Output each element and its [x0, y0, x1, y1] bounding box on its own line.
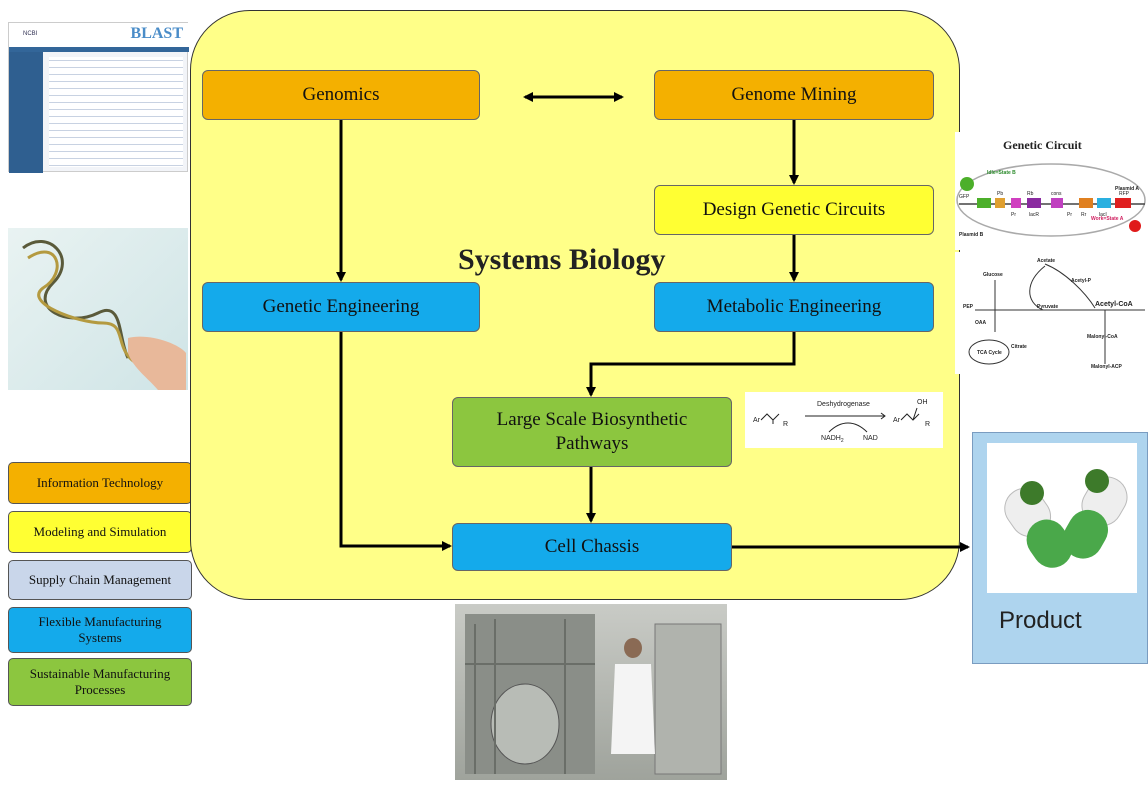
reaction-main-arrowhead	[880, 412, 886, 420]
gene-rfp	[1115, 198, 1131, 208]
node-large-scale-line2: Pathways	[555, 433, 629, 454]
part-label-4: lacR	[1029, 212, 1039, 218]
part-label-5: cons	[1051, 191, 1062, 197]
reaction-substrate-r: R	[783, 421, 788, 428]
blast-content-lines	[49, 57, 183, 167]
metabolite-citrate: Citrate	[1011, 344, 1027, 350]
gene-pr	[1011, 198, 1021, 208]
plasmid-a-label: Plasmid A	[1115, 186, 1139, 192]
rfp-cell-icon	[1129, 220, 1141, 232]
part-label-2: Pr	[1011, 212, 1016, 218]
gene-parts	[977, 198, 1131, 208]
gfp-cell-icon	[960, 177, 974, 191]
scientist-head	[624, 638, 642, 658]
reaction-nadh-text: NADH	[821, 435, 841, 442]
node-genome-mining: Genome Mining	[654, 70, 934, 120]
metabolite-acetate: Acetate	[1037, 258, 1055, 264]
capsule-right-green	[1063, 509, 1108, 559]
metabolite-malonyl-coa: Malonyl-CoA	[1087, 334, 1118, 340]
blast-brand: NCBI	[23, 31, 38, 37]
reaction-enzyme: Deshydrogenase	[817, 401, 870, 408]
blast-screenshot: NCBI BLAST	[8, 22, 189, 173]
scientist-coat	[611, 664, 655, 754]
pathway-tca-cycle	[968, 339, 1010, 365]
arrow-genetic-cell-chassis	[339, 332, 452, 551]
dna-helix-strand-b	[27, 250, 137, 365]
cabinet	[654, 623, 722, 775]
blast-header	[9, 23, 189, 47]
reaction-product-oh: OH	[917, 399, 928, 406]
gene-gfp	[977, 198, 991, 208]
part-label-3: Rb	[1027, 191, 1034, 197]
work-state-label: Work=State A	[1091, 216, 1124, 222]
product-label: Product	[999, 607, 1082, 634]
blast-nav-bar	[9, 47, 189, 52]
legend-modeling-simulation: Modeling and Simulation	[8, 511, 192, 553]
plasmid-b-label: Plasmid B	[959, 232, 984, 238]
gene-laci	[1097, 198, 1111, 208]
hand-shape	[128, 336, 186, 390]
gene-pb	[995, 198, 1005, 208]
node-metabolic-engineering: Metabolic Engineering	[654, 282, 934, 332]
part-label-9: RFP	[1119, 191, 1130, 197]
part-label-0: GFP	[959, 194, 970, 200]
metabolite-tca: TCA Cycle	[977, 350, 1002, 356]
pathway-acetate-curve	[1044, 263, 1096, 309]
gene-rr	[1079, 198, 1093, 208]
legend-sustainable-manufacturing: Sustainable Manufacturing Processes	[8, 658, 192, 706]
reaction-nadh: NADH2	[821, 435, 844, 444]
product-photo	[987, 443, 1137, 593]
part-label-1: Pb	[997, 191, 1003, 197]
dna-image	[8, 228, 188, 390]
gene-cons	[1051, 198, 1063, 208]
node-large-scale-pathways: Large Scale Biosynthetic Pathways	[452, 397, 732, 467]
reaction-nadh-sub: 2	[841, 438, 844, 444]
pathway-acetate-loop	[1029, 265, 1046, 311]
node-large-scale-line1: Large Scale Biosynthetic	[496, 409, 688, 431]
reaction-substrate-bonds	[760, 413, 780, 424]
genetic-circuit-image: Genetic Circuit Idle=State B Work=State …	[955, 132, 1148, 250]
reaction-product-bonds	[900, 407, 920, 421]
diagram-title: Systems Biology	[458, 243, 666, 276]
node-genetic-engineering: Genetic Engineering	[202, 282, 480, 332]
dna-helix-strand-a	[22, 240, 130, 359]
reaction-substrate-ar: Ar	[753, 417, 761, 424]
reaction-image: Ar R Deshydrogenase NADH2 NAD Ar OH R	[745, 392, 943, 448]
bioreactor-photo	[455, 604, 727, 780]
metabolite-acetyl-coa: Acetyl-CoA	[1095, 301, 1133, 308]
metabolite-glucose: Glucose	[983, 272, 1003, 278]
legend-flexible-manufacturing: Flexible Manufacturing Systems	[8, 607, 192, 653]
reaction-cofactor-curve	[828, 422, 868, 433]
metabolite-oaa: OAA	[975, 320, 987, 326]
genetic-circuit-title: Genetic Circuit	[1003, 138, 1082, 152]
blast-logo: BLAST	[130, 25, 183, 42]
part-label-6: Pr	[1067, 212, 1072, 218]
arrow-metabolic-large-scale	[586, 332, 796, 397]
reaction-product-r: R	[925, 421, 930, 428]
metabolite-malonyl-acp: Malonyl-ACP	[1091, 364, 1123, 370]
node-design-genetic-circuits: Design Genetic Circuits	[654, 185, 934, 235]
product-panel: Product	[972, 432, 1148, 664]
node-genomics: Genomics	[202, 70, 480, 120]
node-cell-chassis: Cell Chassis	[452, 523, 732, 571]
metabolite-pep: PEP	[963, 304, 974, 310]
blast-sidebar	[9, 52, 43, 173]
plasmid-outline	[956, 163, 1146, 237]
legend-supply-chain: Supply Chain Management	[8, 560, 192, 600]
metabolite-acetyl-p: Acetyl-P	[1071, 278, 1092, 284]
part-label-8: lacI	[1099, 212, 1107, 218]
bioreactor-vessel	[490, 683, 560, 765]
gene-lacr	[1027, 198, 1041, 208]
reaction-product-ar: Ar	[893, 417, 901, 424]
metabolic-pathway-image: Glucose Acetate Acetyl-P Pyruvate Acetyl…	[955, 252, 1148, 374]
reaction-nad: NAD	[863, 435, 878, 442]
metabolite-pyruvate: Pyruvate	[1037, 304, 1058, 310]
idle-state-label: Idle=State B	[987, 170, 1016, 176]
tree-icon-left	[1020, 481, 1044, 505]
tree-icon-right	[1085, 469, 1109, 493]
legend-information-technology: Information Technology	[8, 462, 192, 504]
capsule-left-green	[1026, 519, 1073, 568]
part-label-7: Rr	[1081, 212, 1087, 218]
